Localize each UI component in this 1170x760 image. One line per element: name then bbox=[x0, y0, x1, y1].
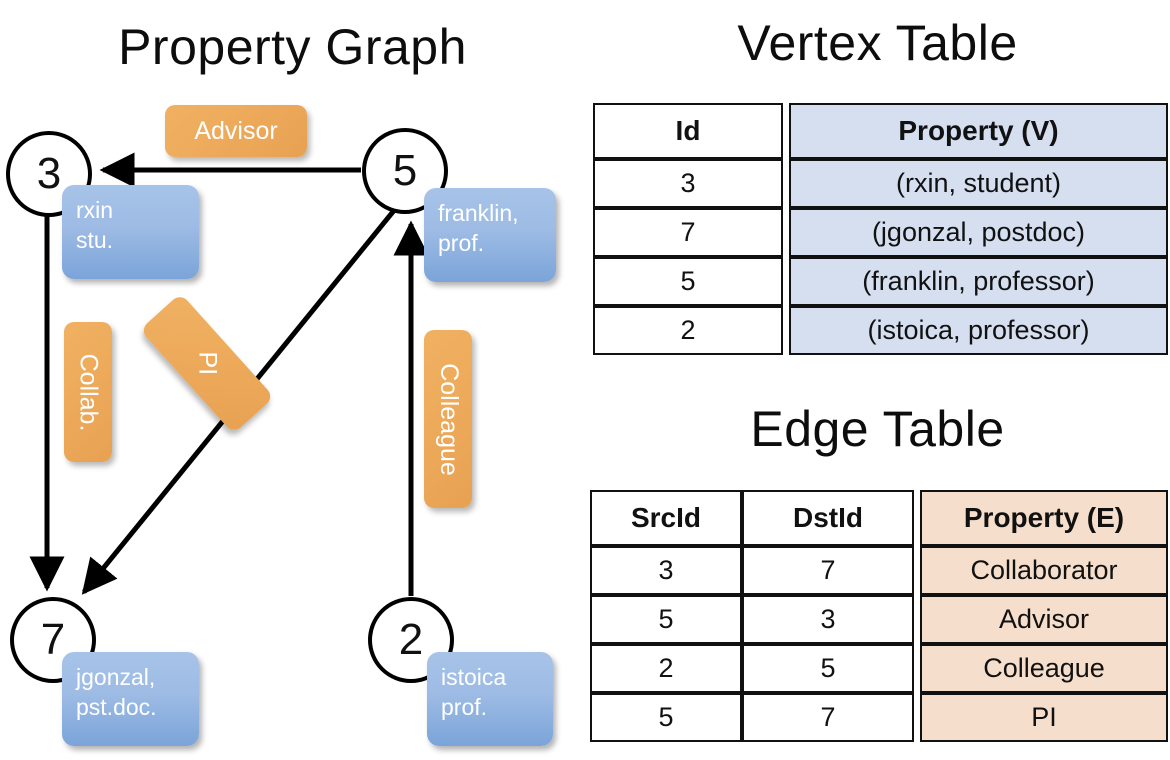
edge-cell-property: Collaborator bbox=[920, 546, 1168, 595]
table-row: 2 5 Colleague bbox=[590, 644, 1168, 693]
property-graph-diagram: 3 5 7 2 rxin stu. franklin, prof. jgonza… bbox=[6, 105, 556, 746]
edge-cell-src: 2 bbox=[590, 644, 742, 693]
node-property-box-jgonzal: jgonzal, pst.doc. bbox=[62, 652, 199, 746]
vertex-table-title: Vertex Table bbox=[737, 15, 1018, 71]
edge-label-pi-text: PI bbox=[193, 351, 222, 376]
vertex-table: Id Property (V) 3 (rxin, student) 7 (jgo… bbox=[593, 103, 1168, 355]
vertex-cell-id: 7 bbox=[593, 208, 783, 257]
vertex-cell-id: 3 bbox=[593, 159, 783, 208]
edge-label-collab: Collab. bbox=[64, 322, 112, 462]
edge-cell-dst: 5 bbox=[742, 644, 914, 693]
vertex-cell-id: 5 bbox=[593, 257, 783, 306]
table-row: 5 3 Advisor bbox=[590, 595, 1168, 644]
edge-label-colleague-text: Colleague bbox=[434, 362, 463, 476]
graph-node-5[interactable]: 5 bbox=[362, 128, 448, 214]
node-property-box-franklin: franklin, prof. bbox=[424, 188, 556, 282]
vertex-cell-property: (rxin, student) bbox=[789, 159, 1168, 208]
edge-table: SrcId DstId Property (E) 3 7 Collaborato… bbox=[590, 490, 1168, 742]
edge-cell-dst: 7 bbox=[742, 546, 914, 595]
property-graph-title: Property Graph bbox=[118, 19, 467, 75]
vertex-cell-property: (franklin, professor) bbox=[789, 257, 1168, 306]
vertex-table-header-row: Id Property (V) bbox=[593, 103, 1168, 159]
vertex-header-property: Property (V) bbox=[789, 103, 1168, 159]
table-row: 3 (rxin, student) bbox=[593, 159, 1168, 208]
edge-label-colleague: Colleague bbox=[424, 330, 472, 508]
edge-cell-property: Advisor bbox=[920, 595, 1168, 644]
edge-label-collab-text: Collab. bbox=[74, 353, 103, 431]
edge-table-header-row: SrcId DstId Property (E) bbox=[590, 490, 1168, 546]
table-row: 7 (jgonzal, postdoc) bbox=[593, 208, 1168, 257]
edge-cell-src: 3 bbox=[590, 546, 742, 595]
table-row: 5 7 PI bbox=[590, 693, 1168, 742]
edge-cell-dst: 3 bbox=[742, 595, 914, 644]
node-property-box-istoica: istoica prof. bbox=[427, 652, 553, 746]
edge-table-title: Edge Table bbox=[750, 401, 1005, 457]
node-property-box-rxin: rxin stu. bbox=[62, 185, 199, 279]
vertex-header-id: Id bbox=[593, 103, 783, 159]
vertex-cell-property: (jgonzal, postdoc) bbox=[789, 208, 1168, 257]
edge-cell-src: 5 bbox=[590, 595, 742, 644]
edge-cell-src: 5 bbox=[590, 693, 742, 742]
vertex-cell-id: 2 bbox=[593, 306, 783, 355]
edge-cell-property: Colleague bbox=[920, 644, 1168, 693]
edge-header-property: Property (E) bbox=[920, 490, 1168, 546]
graph-node-2[interactable]: 2 bbox=[368, 597, 454, 683]
edge-cell-property: PI bbox=[920, 693, 1168, 742]
edge-cell-dst: 7 bbox=[742, 693, 914, 742]
edge-header-dstid: DstId bbox=[742, 490, 914, 546]
edge-label-advisor: Advisor bbox=[165, 105, 307, 157]
vertex-cell-property: (istoica, professor) bbox=[789, 306, 1168, 355]
table-row: 3 7 Collaborator bbox=[590, 546, 1168, 595]
table-row: 2 (istoica, professor) bbox=[593, 306, 1168, 355]
table-row: 5 (franklin, professor) bbox=[593, 257, 1168, 306]
edge-header-srcid: SrcId bbox=[590, 490, 742, 546]
